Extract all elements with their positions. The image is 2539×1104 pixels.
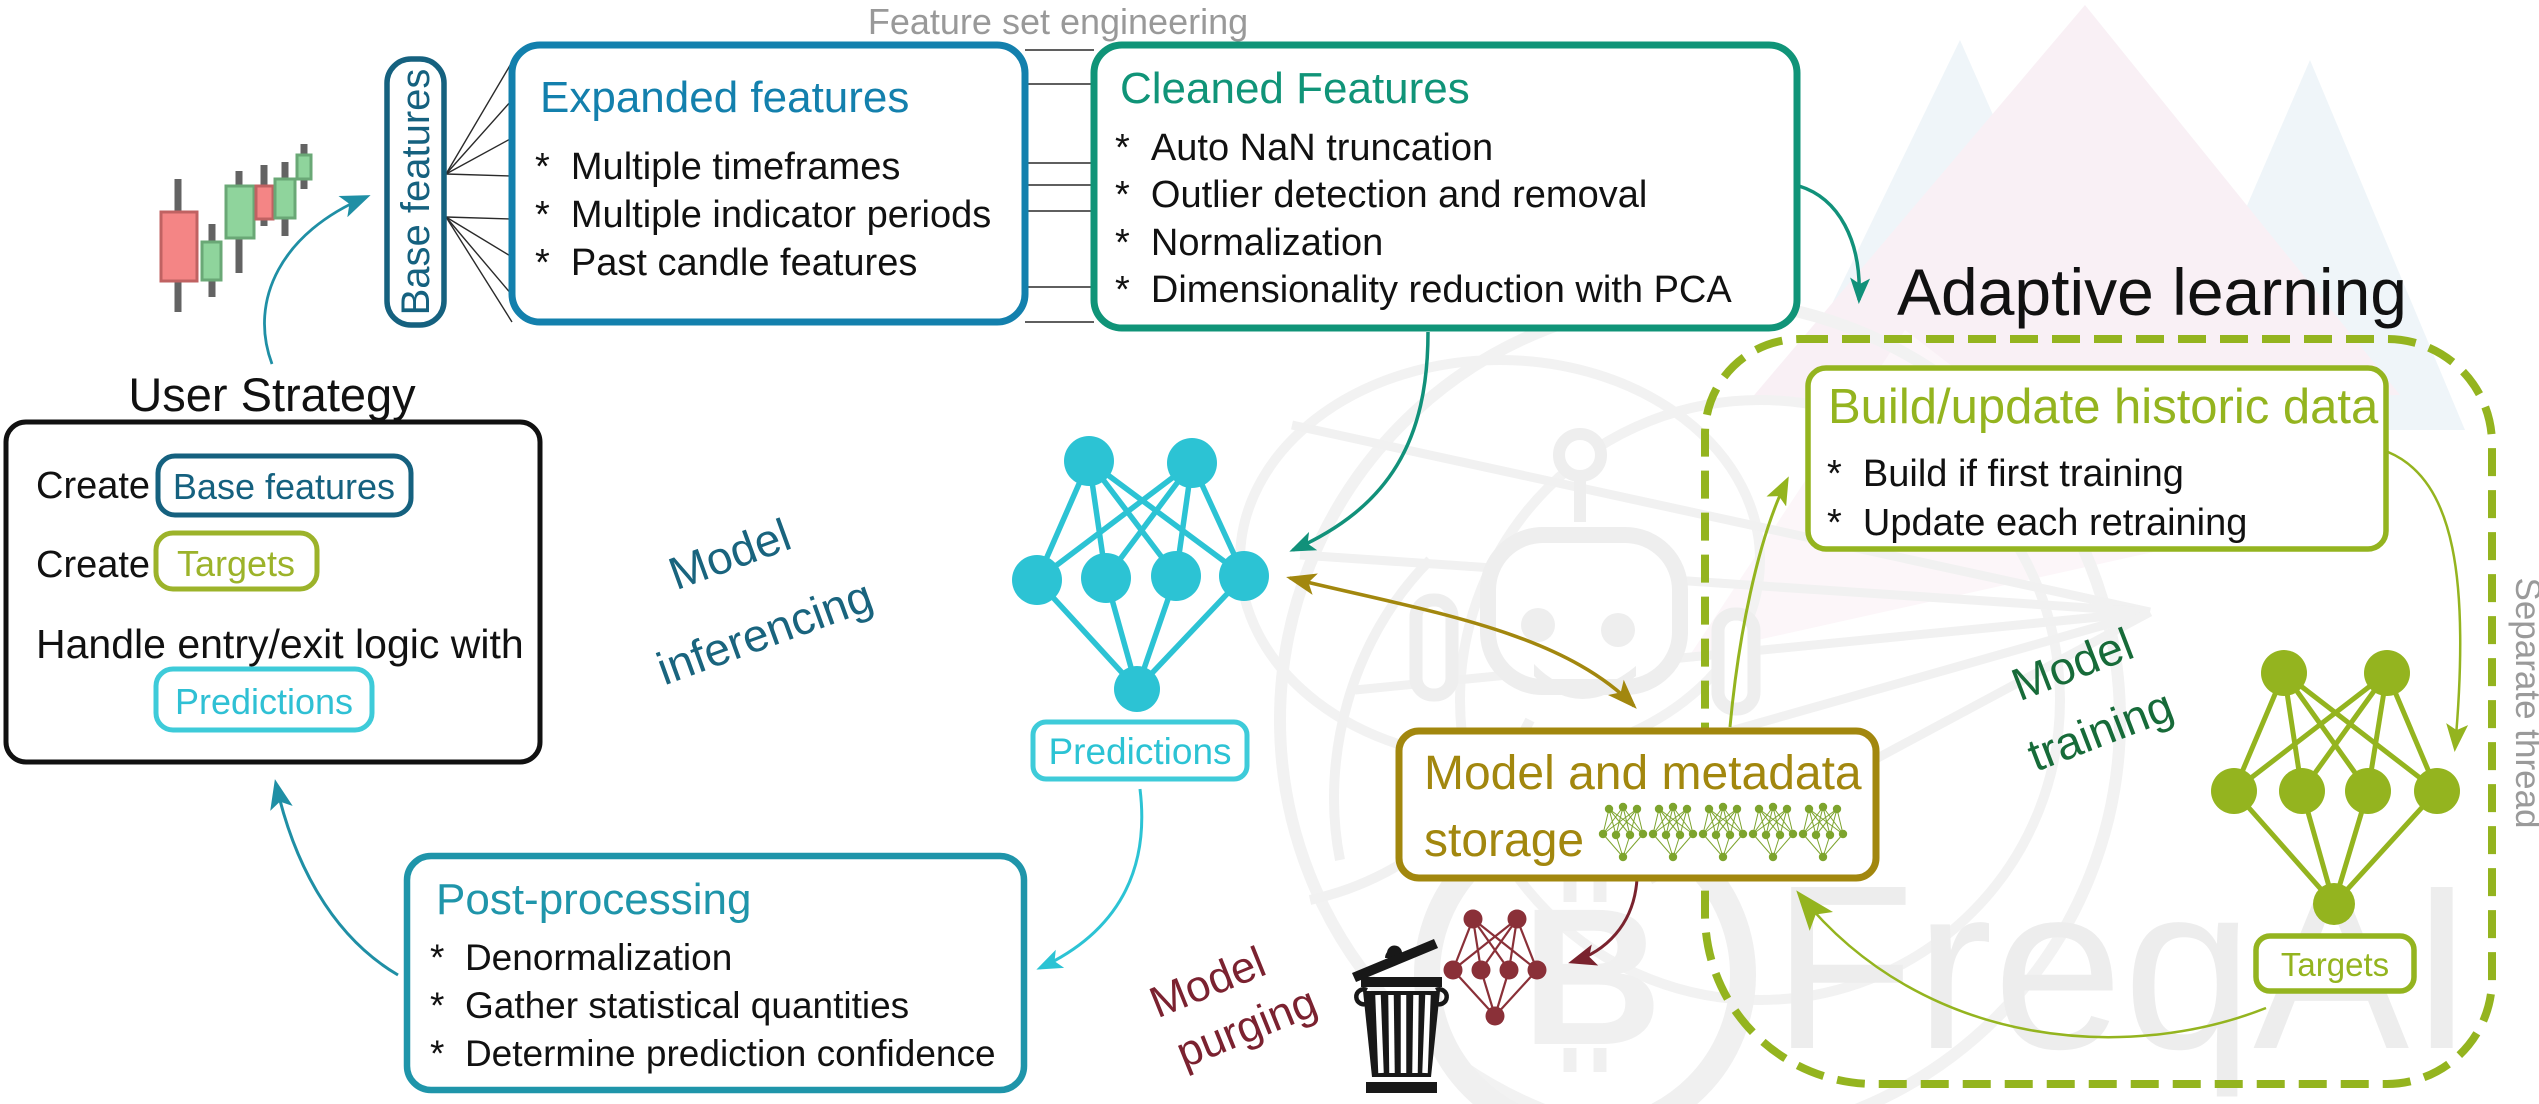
svg-text:B: B <box>1522 868 1663 1086</box>
svg-text:* Build if first training: * Build if first training <box>1827 453 2184 495</box>
svg-text:Separate thread: Separate thread <box>2508 577 2539 828</box>
svg-text:* Multiple timeframes: * Multiple timeframes <box>535 146 900 188</box>
svg-text:Feature set engineering: Feature set engineering <box>868 1 1248 42</box>
svg-text:* Past candle features: * Past candle features <box>535 242 917 284</box>
svg-text:Predictions: Predictions <box>175 681 353 722</box>
svg-text:Build/update historic data: Build/update historic data <box>1828 380 2379 434</box>
svg-text:* Normalization: * Normalization <box>1115 222 1383 264</box>
svg-text:Post-processing: Post-processing <box>436 875 751 924</box>
svg-text:Targets: Targets <box>2281 946 2389 983</box>
svg-text:Model: Model <box>662 508 798 600</box>
svg-text:Model and metadata: Model and metadata <box>1424 747 1862 800</box>
svg-text:* Auto NaN truncation: * Auto NaN truncation <box>1115 127 1493 169</box>
svg-text:Create: Create <box>36 544 150 586</box>
svg-text:* Update each retraining: * Update each retraining <box>1827 502 2247 544</box>
svg-text:Base features: Base features <box>394 69 438 316</box>
svg-text:User Strategy: User Strategy <box>128 368 416 421</box>
svg-text:Create: Create <box>36 465 150 507</box>
svg-text:Expanded features: Expanded features <box>540 73 909 122</box>
svg-text:storage: storage <box>1424 814 1584 867</box>
svg-text:* Denormalization: * Denormalization <box>430 937 732 978</box>
svg-text:* Outlier detection and remov: * Outlier detection and removal <box>1115 174 1647 216</box>
svg-text:Handle entry/exit logic with: Handle entry/exit logic with <box>36 621 524 667</box>
svg-text:Cleaned Features: Cleaned Features <box>1120 64 1470 113</box>
svg-text:Adaptive learning: Adaptive learning <box>1897 255 2407 329</box>
svg-text:Base features: Base features <box>173 466 395 507</box>
svg-text:* Multiple indicator periods: * Multiple indicator periods <box>535 194 991 236</box>
svg-text:* Determine prediction confid: * Determine prediction confidence <box>430 1033 996 1074</box>
svg-text:* Dimensionality reduction wi: * Dimensionality reduction with PCA <box>1115 269 1732 311</box>
svg-text:* Gather statistical quantiti: * Gather statistical quantities <box>430 985 909 1026</box>
svg-text:Predictions: Predictions <box>1048 731 1231 772</box>
svg-text:Targets: Targets <box>177 543 295 584</box>
